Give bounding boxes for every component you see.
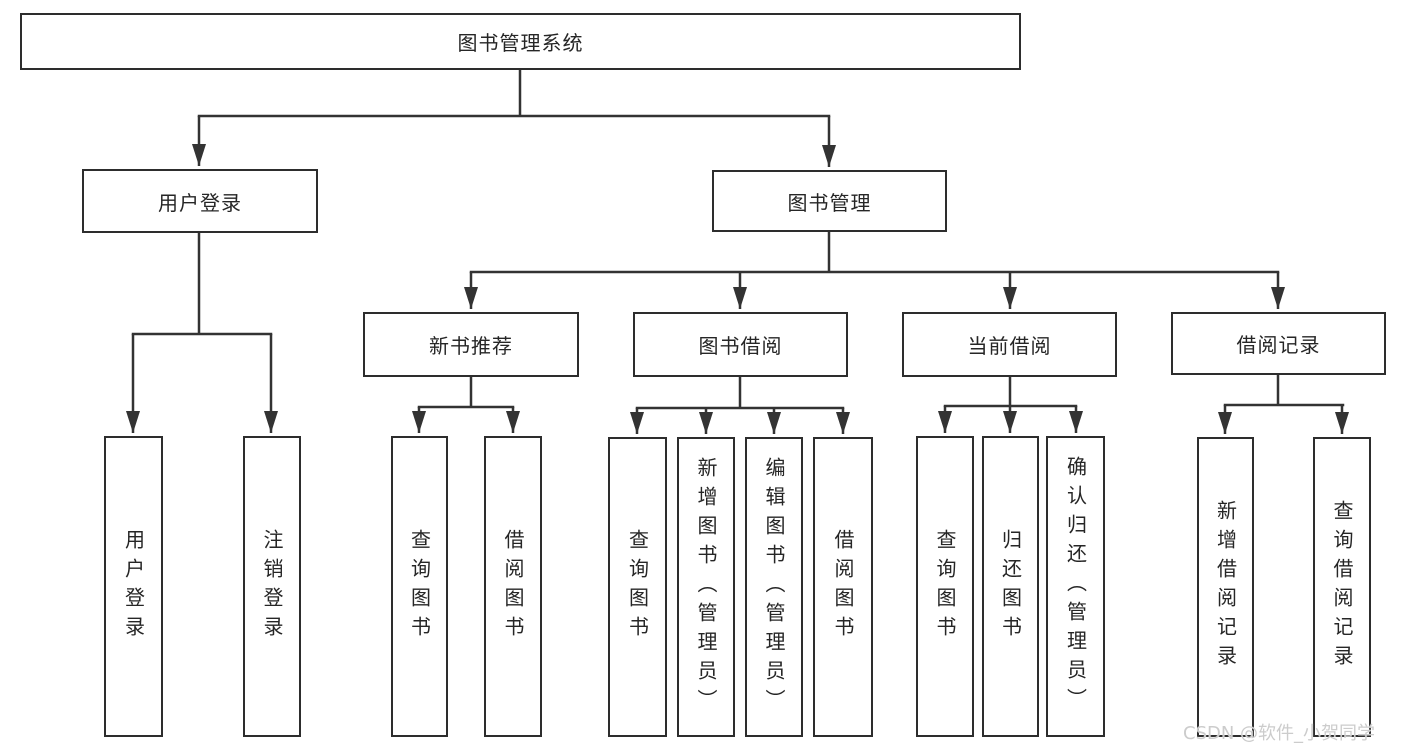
leaf-add-book-admin: 新增图书（管理员） bbox=[677, 437, 735, 737]
node-borrowing-records: 借阅记录 bbox=[1171, 312, 1386, 375]
leaf-query-books-3: 查询图书 bbox=[916, 436, 974, 737]
node-label: 当前借阅 bbox=[967, 334, 1052, 358]
node-new-book-recommendation: 新书推荐 bbox=[363, 312, 579, 377]
node-label: 图书借阅 bbox=[698, 334, 783, 358]
node-label: 用户登录 bbox=[121, 528, 146, 645]
node-book-management-system: 图书管理系统 bbox=[20, 13, 1021, 70]
node-book-borrowing: 图书借阅 bbox=[633, 312, 848, 377]
node-label: 确认归还（管理员） bbox=[1063, 456, 1088, 717]
leaf-logout: 注销登录 bbox=[243, 436, 301, 737]
node-label: 用户登录 bbox=[158, 190, 242, 215]
node-label: 新增图书（管理员） bbox=[694, 456, 718, 718]
leaf-borrow-books-1: 借阅图书 bbox=[484, 436, 542, 737]
leaf-query-books-2: 查询图书 bbox=[608, 437, 667, 737]
node-label: 借阅图书 bbox=[501, 528, 525, 645]
node-label: 借阅图书 bbox=[831, 529, 855, 645]
leaf-query-books-1: 查询图书 bbox=[391, 436, 448, 737]
node-label: 编辑图书（管理员） bbox=[762, 456, 786, 718]
node-label: 查询图书 bbox=[933, 528, 957, 645]
leaf-return-book: 归还图书 bbox=[982, 436, 1039, 737]
node-current-borrowing: 当前借阅 bbox=[902, 312, 1117, 377]
node-label: 图书管理系统 bbox=[457, 31, 584, 55]
node-label: 查询图书 bbox=[407, 528, 432, 645]
leaf-query-borrow-record: 查询借阅记录 bbox=[1313, 437, 1371, 737]
leaf-confirm-return-admin: 确认归还（管理员） bbox=[1046, 436, 1105, 737]
leaf-borrow-books-2: 借阅图书 bbox=[813, 437, 873, 737]
node-label: 借阅记录 bbox=[1236, 333, 1321, 357]
node-label: 查询借阅记录 bbox=[1330, 500, 1354, 674]
node-label: 图书管理 bbox=[787, 190, 872, 215]
node-user-login: 用户登录 bbox=[82, 169, 318, 233]
node-label: 新增借阅记录 bbox=[1213, 500, 1238, 674]
leaf-add-borrow-record: 新增借阅记录 bbox=[1197, 437, 1254, 737]
node-label: 新书推荐 bbox=[429, 334, 513, 358]
csdn-watermark: CSDN @软件_小贺同学 bbox=[1183, 723, 1376, 744]
node-label: 归还图书 bbox=[998, 528, 1023, 645]
node-label: 注销登录 bbox=[260, 528, 284, 645]
leaf-edit-book-admin: 编辑图书（管理员） bbox=[745, 437, 803, 737]
leaf-user-login: 用户登录 bbox=[104, 436, 163, 737]
node-label: 查询图书 bbox=[625, 529, 650, 645]
node-book-management: 图书管理 bbox=[712, 170, 947, 232]
